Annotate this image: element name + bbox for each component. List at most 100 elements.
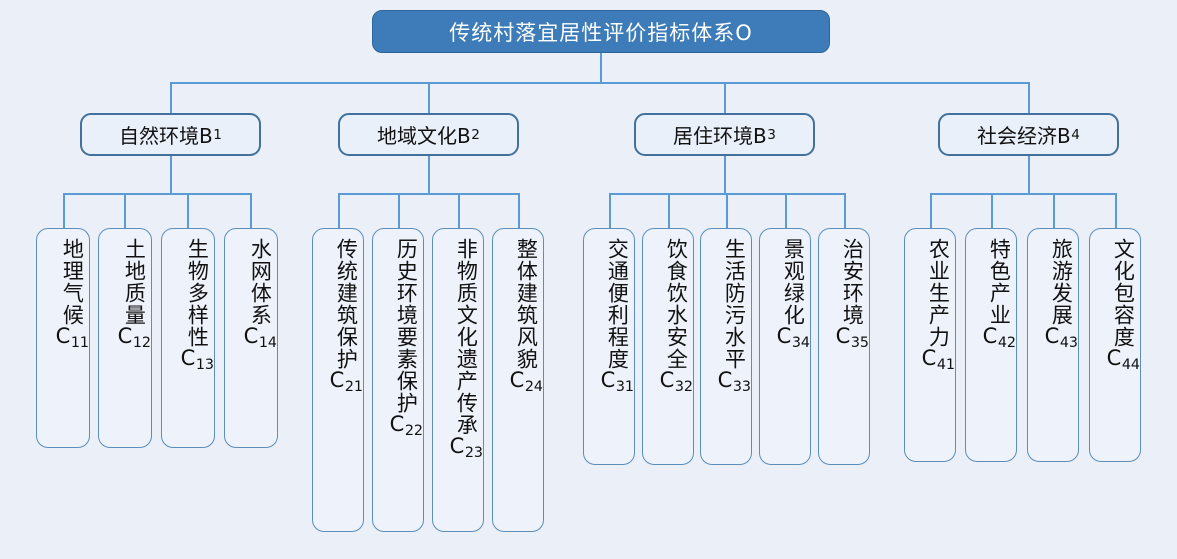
node-c31[interactable]: 交通便利程度C31	[583, 228, 635, 465]
connector-b3-to-c35	[844, 193, 846, 228]
connector-root-to-b4	[1028, 82, 1030, 113]
node-c24[interactable]: 整体建筑风貌C24	[492, 228, 544, 532]
node-c42-label: 特色产业C42	[966, 238, 1016, 351]
node-c43[interactable]: 旅游发展C43	[1027, 228, 1079, 462]
node-c44-label: 文化包容度C44	[1090, 238, 1140, 373]
connector-root-bus	[172, 82, 1030, 84]
node-b4-label-sub: 4	[1071, 126, 1080, 143]
node-c33[interactable]: 生活防污水平C33	[700, 228, 752, 465]
node-c41-code: C41	[921, 346, 955, 373]
node-c24-label: 整体建筑风貌C24	[493, 238, 543, 395]
node-c35-label: 治安环境C35	[819, 238, 869, 351]
node-root-label: 传统村落宜居性评价指标体系O	[449, 20, 753, 45]
node-c23-label: 非物质文化遗产传承C23	[433, 238, 483, 461]
node-c24-text: 整体建筑风貌	[514, 238, 539, 370]
node-c14-label: 水网体系C14	[225, 238, 277, 351]
node-c32-label: 饮食饮水安全C32	[643, 238, 693, 395]
node-c12[interactable]: 土地质量C12	[98, 228, 152, 448]
connector-b2-stem	[428, 155, 430, 194]
node-c11-text: 地理气候	[60, 238, 85, 326]
node-c41[interactable]: 农业生产力C41	[904, 228, 956, 462]
node-c12-label: 土地质量C12	[99, 238, 151, 351]
node-c43-code: C43	[1044, 324, 1078, 351]
node-c11-label: 地理气候C11	[37, 238, 89, 351]
connector-b1-to-c12	[124, 193, 126, 228]
node-b3-label-main: 居住环境B	[673, 124, 767, 148]
node-c21[interactable]: 传统建筑保护C21	[312, 228, 364, 532]
connector-b4-stem	[1028, 155, 1030, 194]
node-c31-label: 交通便利程度C31	[584, 238, 634, 395]
node-c23-code: C23	[449, 434, 483, 461]
node-c43-label: 旅游发展C43	[1028, 238, 1078, 351]
node-b1-label-sub: 1	[213, 126, 222, 143]
node-c21-code: C21	[329, 368, 363, 395]
connector-root-to-b3	[724, 82, 726, 113]
node-c34-text: 景观绿化	[781, 238, 806, 326]
node-c41-text: 农业生产力	[926, 238, 951, 348]
node-c31-code: C31	[600, 368, 634, 395]
node-c33-text: 生活防污水平	[722, 238, 747, 370]
connector-b3-to-c32	[668, 193, 670, 228]
connector-b2-to-c23	[458, 193, 460, 228]
node-c35[interactable]: 治安环境C35	[818, 228, 870, 465]
connector-root-to-b2	[428, 82, 430, 113]
node-c24-code: C24	[509, 368, 543, 395]
connector-root-to-b1	[170, 82, 172, 113]
node-b2-label-main: 地域文化B	[377, 124, 471, 148]
node-c12-text: 土地质量	[122, 238, 147, 326]
connector-b4-to-c41	[930, 193, 932, 228]
node-c31-text: 交通便利程度	[605, 238, 630, 370]
node-c21-label: 传统建筑保护C21	[313, 238, 363, 395]
node-c14-code: C14	[243, 324, 277, 351]
node-c14[interactable]: 水网体系C14	[224, 228, 278, 448]
connector-b1-to-c13	[187, 193, 189, 228]
node-c32[interactable]: 饮食饮水安全C32	[642, 228, 694, 465]
node-c41-label: 农业生产力C41	[905, 238, 955, 373]
node-c14-text: 水网体系	[248, 238, 273, 326]
connector-b4-to-c44	[1115, 193, 1117, 228]
connector-root-stem	[600, 52, 602, 83]
connector-b4-bus	[931, 193, 1117, 195]
node-c33-code: C33	[717, 368, 751, 395]
connector-b2-to-c24	[518, 193, 520, 228]
connector-b2-to-c22	[398, 193, 400, 228]
node-root-objective[interactable]: 传统村落宜居性评价指标体系O	[372, 10, 830, 53]
node-c22-code: C22	[389, 412, 423, 439]
node-c42[interactable]: 特色产业C42	[965, 228, 1017, 462]
connector-b3-to-c34	[785, 193, 787, 228]
node-c23-text: 非物质文化遗产传承	[454, 238, 479, 436]
node-c34-code: C34	[776, 324, 810, 351]
connector-b1-to-c14	[250, 193, 252, 228]
node-c22-text: 历史环境要素保护	[394, 238, 419, 414]
connector-b2-bus	[339, 193, 519, 195]
connector-b2-to-c21	[338, 193, 340, 228]
connector-b3-to-c33	[726, 193, 728, 228]
node-c13-label: 生物多样性C13	[162, 238, 214, 373]
node-c12-code: C12	[117, 324, 151, 351]
node-c11-code: C11	[55, 324, 89, 351]
node-c21-text: 传统建筑保护	[334, 238, 359, 370]
connector-b1-bus	[64, 193, 252, 195]
node-c34-label: 景观绿化C34	[760, 238, 810, 351]
node-b2-label-sub: 2	[471, 126, 480, 143]
node-c44[interactable]: 文化包容度C44	[1089, 228, 1141, 462]
connector-b4-to-c43	[1053, 193, 1055, 228]
connector-b3-bus	[610, 193, 846, 195]
node-c32-code: C32	[659, 368, 693, 395]
node-c34[interactable]: 景观绿化C34	[759, 228, 811, 465]
node-b3-label-sub: 3	[767, 126, 776, 143]
node-c13[interactable]: 生物多样性C13	[161, 228, 215, 448]
node-c11[interactable]: 地理气候C11	[36, 228, 90, 448]
node-c44-code: C44	[1106, 346, 1140, 373]
node-c13-code: C13	[180, 346, 214, 373]
node-c35-text: 治安环境	[840, 238, 865, 326]
connector-b1-stem	[170, 155, 172, 194]
node-c23[interactable]: 非物质文化遗产传承C23	[432, 228, 484, 532]
node-c22[interactable]: 历史环境要素保护C22	[372, 228, 424, 532]
node-c43-text: 旅游发展	[1049, 238, 1074, 326]
